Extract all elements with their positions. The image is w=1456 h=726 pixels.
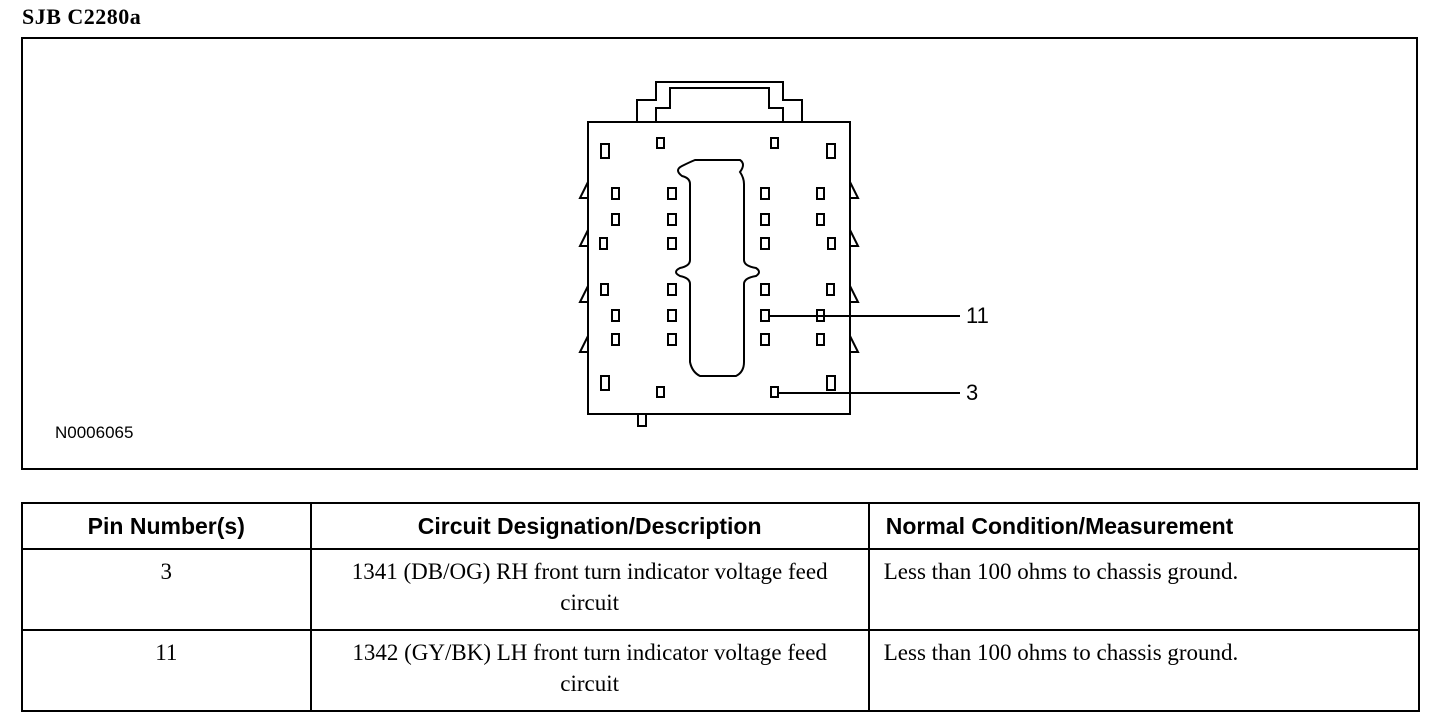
header-condition: Normal Condition/Measurement xyxy=(867,502,1421,550)
pin-cavity xyxy=(667,213,677,226)
pin-cavity xyxy=(667,237,677,250)
connector-title: SJB C2280a xyxy=(22,4,142,29)
pin-cavity xyxy=(611,309,620,322)
pin-cavity xyxy=(656,386,665,398)
table-header-row: Pin Number(s) Circuit Designation/Descri… xyxy=(21,502,1421,550)
pin-cavity xyxy=(816,213,825,226)
table-row: 3 1341 (DB/OG) RH front turn indicator v… xyxy=(21,548,1421,631)
pin-cavity xyxy=(667,333,677,346)
condition-cell: Less than 100 ohms to chassis ground. xyxy=(867,629,1421,712)
pin-cavity xyxy=(816,187,825,200)
pin-cavity xyxy=(611,187,620,200)
condition-cell: Less than 100 ohms to chassis ground. xyxy=(867,548,1421,631)
pin-cavity-11 xyxy=(760,309,770,322)
connector-body xyxy=(587,121,851,415)
connector-latch xyxy=(636,81,803,122)
figure-id: N0006065 xyxy=(55,423,134,442)
pin-cavity xyxy=(599,237,608,250)
pin-cavity-3 xyxy=(770,386,779,398)
key-slot xyxy=(675,159,760,377)
pin-cavity xyxy=(826,283,835,296)
pin-cavity xyxy=(826,143,836,159)
pin-cavity xyxy=(760,283,770,296)
header-pin-number: Pin Number(s) xyxy=(21,502,312,550)
header-circuit: Circuit Designation/Description xyxy=(309,502,870,550)
pin-number-cell: 3 xyxy=(21,548,312,631)
pin-cavity xyxy=(600,283,609,296)
pin-cavity xyxy=(667,187,677,200)
pin-cavity xyxy=(826,375,836,391)
pin-cavity xyxy=(816,333,825,346)
pin-cavity xyxy=(611,213,620,226)
pin-cavity xyxy=(600,375,610,391)
pin-cavity xyxy=(600,143,610,159)
pin-cavity xyxy=(770,137,779,149)
table-row: 11 1342 (GY/BK) LH front turn indicator … xyxy=(21,629,1421,712)
callout-label-11: 11 xyxy=(966,303,989,328)
pin-number-cell: 11 xyxy=(21,629,312,712)
pin-cavity xyxy=(760,213,770,226)
pin-cavity xyxy=(760,237,770,250)
pin-cavity xyxy=(827,237,836,250)
pin-cavity xyxy=(760,333,770,346)
pin-cavity xyxy=(760,187,770,200)
circuit-cell: 1341 (DB/OG) RH front turn indicator vol… xyxy=(309,548,870,631)
circuit-cell: 1342 (GY/BK) LH front turn indicator vol… xyxy=(309,629,870,712)
pin-cavity xyxy=(611,333,620,346)
pin-cavity xyxy=(656,137,665,149)
pin-cavity xyxy=(667,283,677,296)
pin-cavity xyxy=(667,309,677,322)
pin-table: Pin Number(s) Circuit Designation/Descri… xyxy=(21,502,1421,712)
connector-diagram-frame xyxy=(21,37,1418,470)
callout-label-3: 3 xyxy=(966,380,979,405)
connector-face-drawing xyxy=(578,81,960,427)
